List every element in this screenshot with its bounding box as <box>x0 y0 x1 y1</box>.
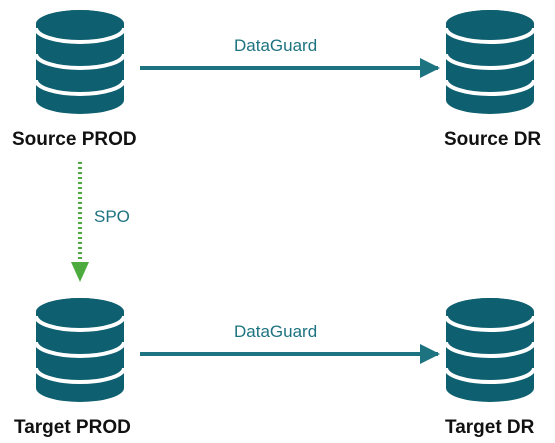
target-dr-database-icon <box>444 298 536 402</box>
dataguard-top-label: DataGuard <box>234 36 318 55</box>
source-prod-database-icon <box>34 10 126 114</box>
target-prod-label: Target PROD <box>14 417 131 438</box>
spo-arrow <box>71 162 89 282</box>
target-prod-database-icon <box>34 298 126 402</box>
dataguard-bottom-label: DataGuard <box>234 322 318 341</box>
source-dr-label: Source DR <box>444 129 542 150</box>
target-dr-label: Target DR <box>445 417 535 438</box>
source-prod-label: Source PROD <box>12 129 137 150</box>
spo-label: SPO <box>94 207 130 226</box>
source-dr-database-icon <box>444 10 536 114</box>
